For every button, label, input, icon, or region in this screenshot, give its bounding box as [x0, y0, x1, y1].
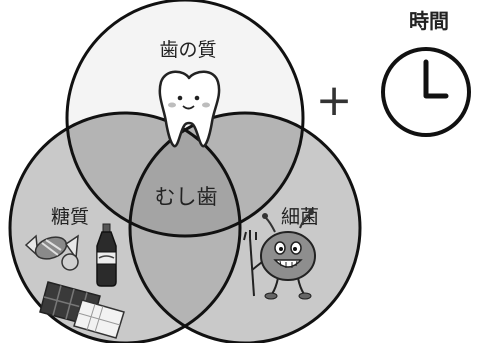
left-circle-label: 糖質 [51, 206, 89, 228]
center-label: むし歯 [155, 185, 218, 209]
right-circle-label: 細菌 [281, 206, 319, 228]
clock-icon [383, 49, 469, 135]
plus-sign: + [316, 75, 353, 126]
top-circle-label: 歯の質 [159, 39, 216, 61]
time-label: 時間 [409, 9, 449, 33]
